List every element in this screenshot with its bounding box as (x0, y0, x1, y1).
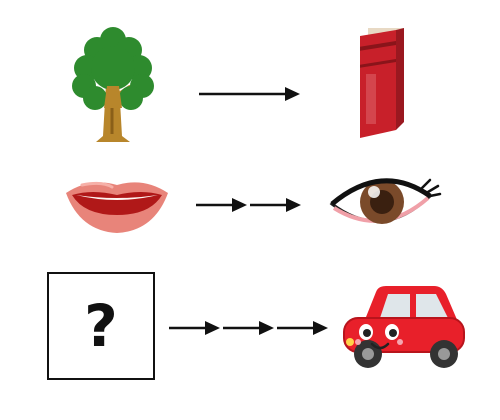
mouth-icon (66, 181, 168, 233)
eye-icon (329, 178, 442, 224)
arrow-icon (277, 321, 328, 335)
arrow-icon (196, 198, 247, 212)
tree-icon (72, 27, 154, 142)
arrow-icon (199, 87, 300, 101)
book-icon (360, 28, 404, 138)
unknown-box: ? (47, 272, 155, 380)
arrow-icon (223, 321, 274, 335)
car-icon (343, 286, 465, 368)
arrow-icon (169, 321, 220, 335)
question-mark: ? (84, 292, 118, 360)
arrow-icon (250, 198, 301, 212)
